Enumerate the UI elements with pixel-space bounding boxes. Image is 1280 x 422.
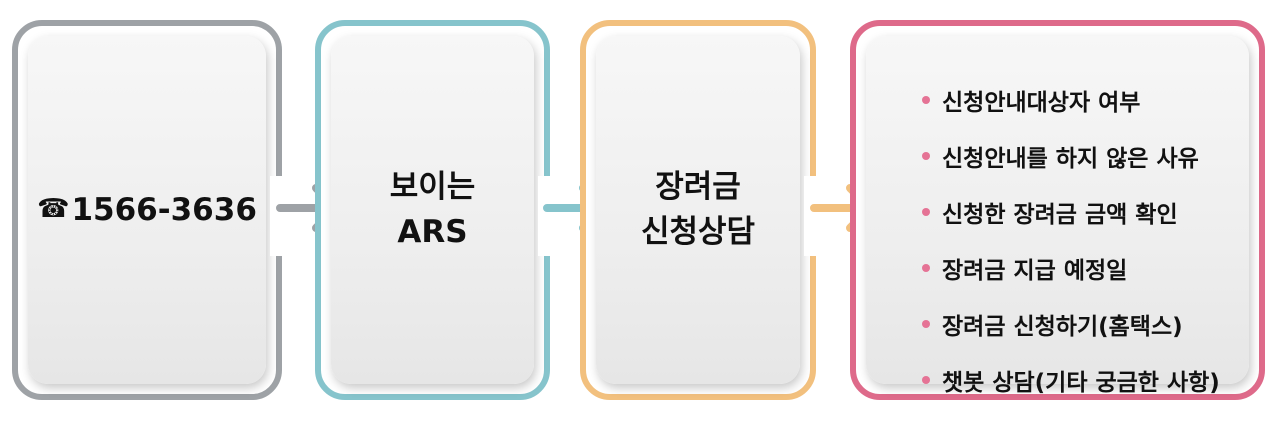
service-item-label: 장려금 지급 예정일	[942, 258, 1128, 284]
service-item-label: 신청한 장려금 금액 확인	[942, 202, 1178, 228]
step-consult-box: 장려금 신청상담	[580, 20, 822, 400]
bullet-dot-icon	[922, 264, 930, 272]
step-phone-box: ☎ 1566-3636	[12, 20, 288, 400]
step-ars-box: 보이는 ARS	[315, 20, 556, 400]
service-list-box: 신청안내대상자 여부 신청안내를 하지 않은 사유 신청한 장려금 금액 확인 …	[850, 20, 1265, 400]
list-item: 챗봇 상담(기타 궁금한 사항)	[922, 352, 1220, 408]
step-phone-panel: ☎ 1566-3636	[28, 36, 266, 384]
service-item-label: 신청안내대상자 여부	[942, 90, 1141, 116]
list-item: 장려금 신청하기(홈택스)	[922, 296, 1220, 352]
step-ars-panel: 보이는 ARS	[331, 36, 534, 384]
service-list-panel: 신청안내대상자 여부 신청안내를 하지 않은 사유 신청한 장려금 금액 확인 …	[866, 36, 1249, 396]
list-item: 신청안내를 하지 않은 사유	[922, 128, 1220, 184]
bullet-dot-icon	[922, 96, 930, 104]
step-consult-line1: 장려금	[655, 169, 741, 206]
phone-icon: ☎	[37, 194, 70, 225]
service-list: 신청안내대상자 여부 신청안내를 하지 않은 사유 신청한 장려금 금액 확인 …	[922, 72, 1220, 408]
list-item: 장려금 지급 예정일	[922, 240, 1220, 296]
bullet-dot-icon	[922, 152, 930, 160]
service-item-label: 챗봇 상담(기타 궁금한 사항)	[942, 370, 1220, 396]
service-item-label: 신청안내를 하지 않은 사유	[942, 146, 1199, 172]
phone-number: 1566-3636	[71, 191, 257, 228]
step-ars-line1: 보이는	[389, 169, 476, 206]
service-item-label: 장려금 신청하기(홈택스)	[942, 314, 1183, 340]
list-item: 신청한 장려금 금액 확인	[922, 184, 1220, 240]
bullet-dot-icon	[922, 376, 930, 384]
bullet-dot-icon	[922, 208, 930, 216]
list-item: 신청안내대상자 여부	[922, 72, 1220, 128]
step-ars-line2: ARS	[397, 214, 468, 250]
step-consult-panel: 장려금 신청상담	[596, 36, 800, 384]
step-consult-line2: 신청상담	[640, 214, 756, 250]
bullet-dot-icon	[922, 320, 930, 328]
